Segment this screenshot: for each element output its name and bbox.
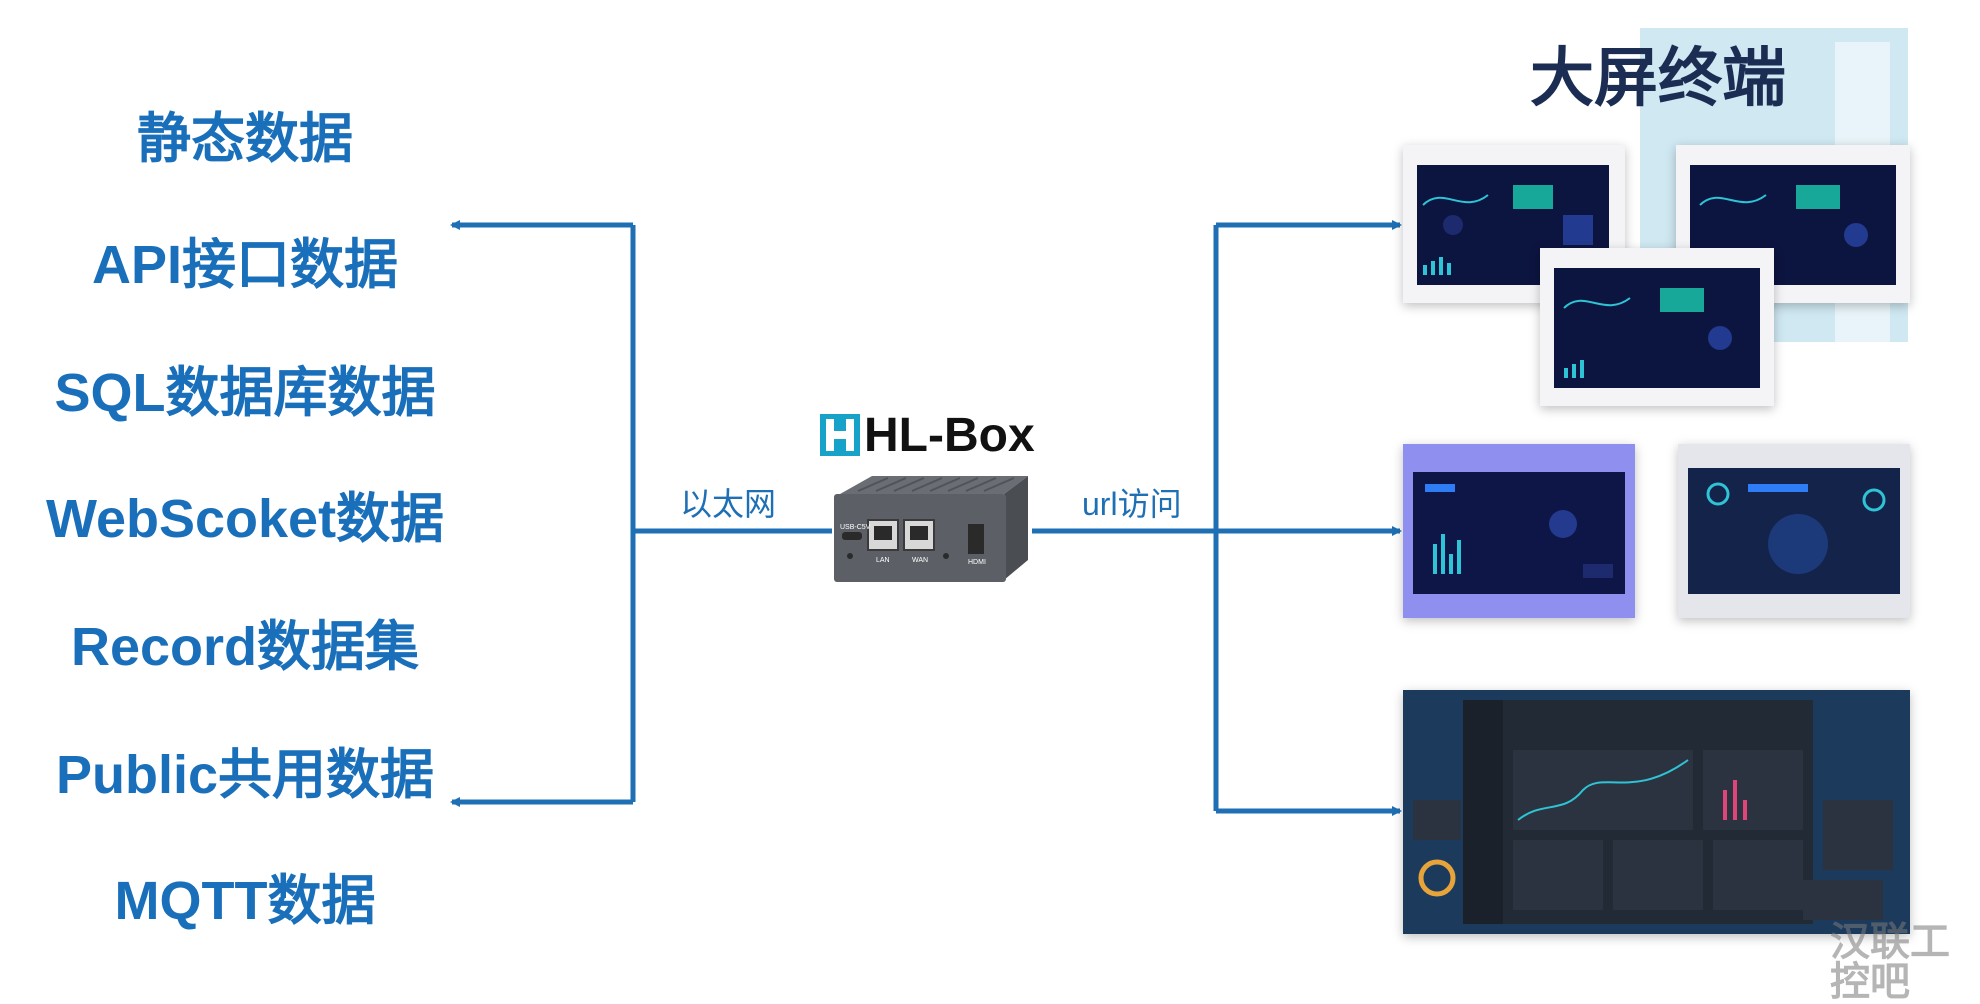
edge-label-ethernet: 以太网: [680, 486, 777, 522]
source-label-public: Public共用数据: [55, 745, 435, 805]
dashboard-thumbnail-6: [1413, 700, 1893, 924]
watermark: 汉联工控吧: [1830, 920, 1950, 1004]
screen-frame-5: [1678, 444, 1910, 618]
source-label-websocket: WebScoket数据: [45, 489, 445, 549]
dashboard-thumbnail-4: [1413, 472, 1625, 594]
source-label-static: 静态数据: [137, 109, 353, 169]
port-label-usb: USB-C5V: [840, 524, 871, 531]
source-label-sql: SQL数据库数据: [54, 363, 436, 423]
hl-logo-icon: [820, 414, 860, 456]
edge-label-url-access: url访问: [1082, 486, 1182, 522]
screen-frame-4: [1403, 444, 1635, 618]
dashboard-thumbnail-5: [1688, 468, 1900, 594]
port-label-wan: WAN: [912, 557, 928, 564]
connector-diagram: [450, 220, 1402, 816]
screen-frame-3: [1540, 248, 1774, 406]
dashboard-thumbnail-3: [1554, 268, 1760, 388]
screen-frame-6: [1403, 690, 1910, 934]
port-label-lan: LAN: [876, 557, 890, 564]
source-label-api: API接口数据: [91, 235, 399, 295]
hlbox-logo: [820, 414, 860, 456]
source-label-record: Record数据集: [70, 617, 420, 677]
hlbox-device-image: USB-C5V LAN WAN HDMI: [834, 476, 1028, 582]
port-label-hdmi: HDMI: [968, 559, 986, 566]
source-label-mqtt: MQTT数据: [114, 871, 376, 931]
device-name: HL-Box: [864, 409, 1035, 462]
target-title: 大屏终端: [1530, 42, 1786, 114]
